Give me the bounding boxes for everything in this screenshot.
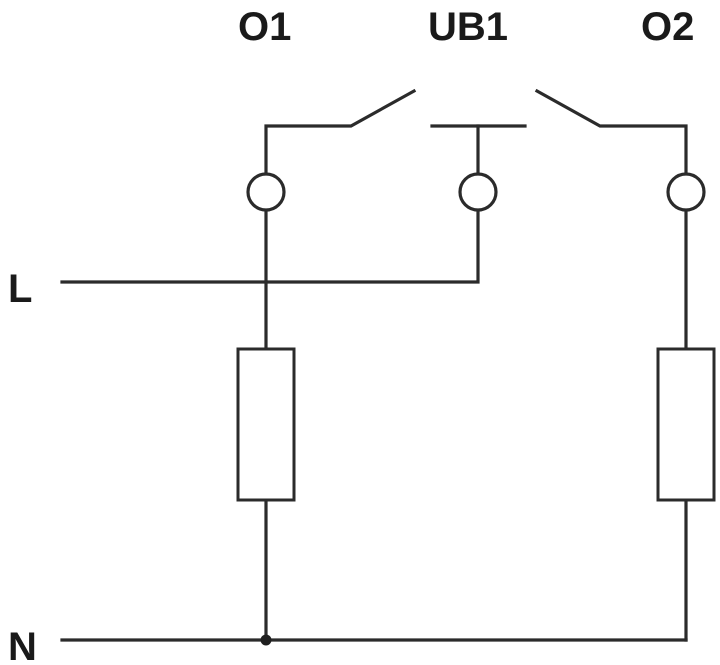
terminal-ub1 xyxy=(458,172,498,212)
switch-o2-contact xyxy=(534,88,688,174)
label-ub1: UB1 xyxy=(428,5,508,49)
load-o1 xyxy=(236,347,296,502)
terminal-o2 xyxy=(666,172,706,212)
line-l-wire xyxy=(60,210,480,284)
label-o1: O1 xyxy=(238,5,291,49)
switch-o1-contact xyxy=(264,88,417,174)
label-neutral: N xyxy=(8,625,37,665)
switch-o1 xyxy=(264,88,417,174)
label-o2: O2 xyxy=(641,5,694,49)
neutral-junction-dot xyxy=(260,634,272,646)
switch-common-ub1 xyxy=(430,124,527,174)
switch-o2 xyxy=(534,88,688,174)
label-line: L xyxy=(8,267,32,311)
load-o2 xyxy=(656,347,716,502)
terminal-o1 xyxy=(246,172,286,212)
